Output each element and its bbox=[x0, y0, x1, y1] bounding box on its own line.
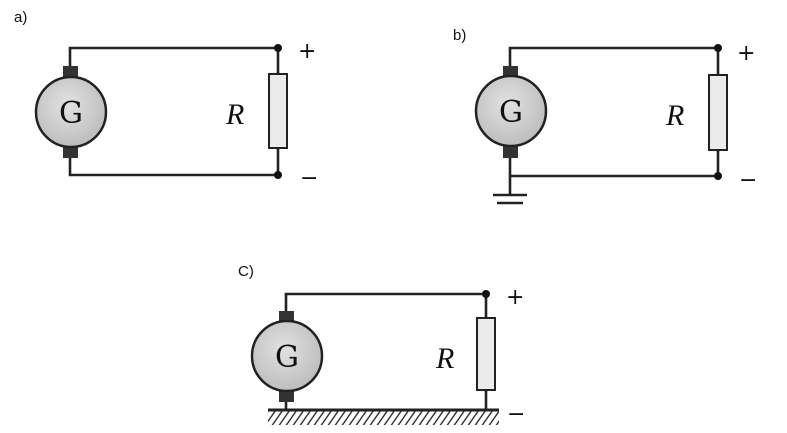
panel-b-bottom-wire bbox=[508, 157, 718, 178]
panel-a-plus-sign: + bbox=[298, 39, 316, 64]
panel-a-top-wire bbox=[68, 46, 278, 68]
panel-c-brush-bottom bbox=[279, 389, 294, 402]
panel-c: C) G R + − bbox=[238, 263, 525, 427]
panel-c-resistor-label: R bbox=[435, 342, 454, 375]
panel-c-label: C) bbox=[238, 263, 254, 280]
panel-b: b) G R + − bbox=[453, 27, 757, 205]
panel-b-plus-sign: + bbox=[737, 41, 755, 66]
panel-b-generator: G bbox=[474, 66, 548, 158]
panel-a-brush-bottom bbox=[63, 145, 78, 158]
panel-b-ground-icon bbox=[493, 176, 527, 205]
panel-a-generator: G bbox=[34, 66, 108, 158]
panel-a-terminal-minus bbox=[274, 171, 282, 179]
panel-a-minus-sign: − bbox=[300, 166, 318, 191]
panel-b-minus-sign: − bbox=[739, 168, 757, 193]
panel-c-resistor-icon bbox=[476, 317, 496, 391]
panel-b-terminal-minus bbox=[714, 172, 722, 180]
panel-b-top-wire bbox=[508, 46, 718, 68]
panel-b-generator-label: G bbox=[499, 95, 523, 130]
panel-c-top-wire bbox=[284, 292, 486, 313]
panel-b-resistor-label: R bbox=[665, 99, 684, 132]
panel-b-terminal-plus bbox=[714, 44, 722, 52]
panel-a: a) G R + − bbox=[14, 9, 318, 191]
panel-a-resistor-icon bbox=[268, 73, 288, 149]
panel-b-generator-icon bbox=[474, 74, 548, 148]
panel-b-resistor-icon bbox=[708, 74, 728, 151]
panel-c-ground-plane bbox=[268, 408, 499, 425]
panel-b-brush-bottom bbox=[503, 145, 518, 158]
panel-a-resistor-label: R bbox=[225, 98, 244, 131]
panel-c-minus-sign: − bbox=[507, 402, 525, 427]
panel-b-label: b) bbox=[453, 27, 466, 44]
panel-c-generator-icon bbox=[250, 319, 324, 393]
panel-a-brush-top bbox=[63, 66, 78, 79]
panel-c-generator: G bbox=[250, 311, 324, 402]
panel-c-generator-label: G bbox=[275, 340, 299, 375]
panel-a-bottom-wire bbox=[68, 157, 278, 177]
panel-a-label: a) bbox=[14, 9, 27, 26]
panel-c-plus-sign: + bbox=[506, 285, 524, 310]
panel-c-terminal-plus bbox=[482, 290, 490, 298]
panel-a-generator-label: G bbox=[59, 96, 83, 131]
panel-a-terminal-plus bbox=[274, 44, 282, 52]
panel-a-generator-icon bbox=[34, 75, 108, 149]
